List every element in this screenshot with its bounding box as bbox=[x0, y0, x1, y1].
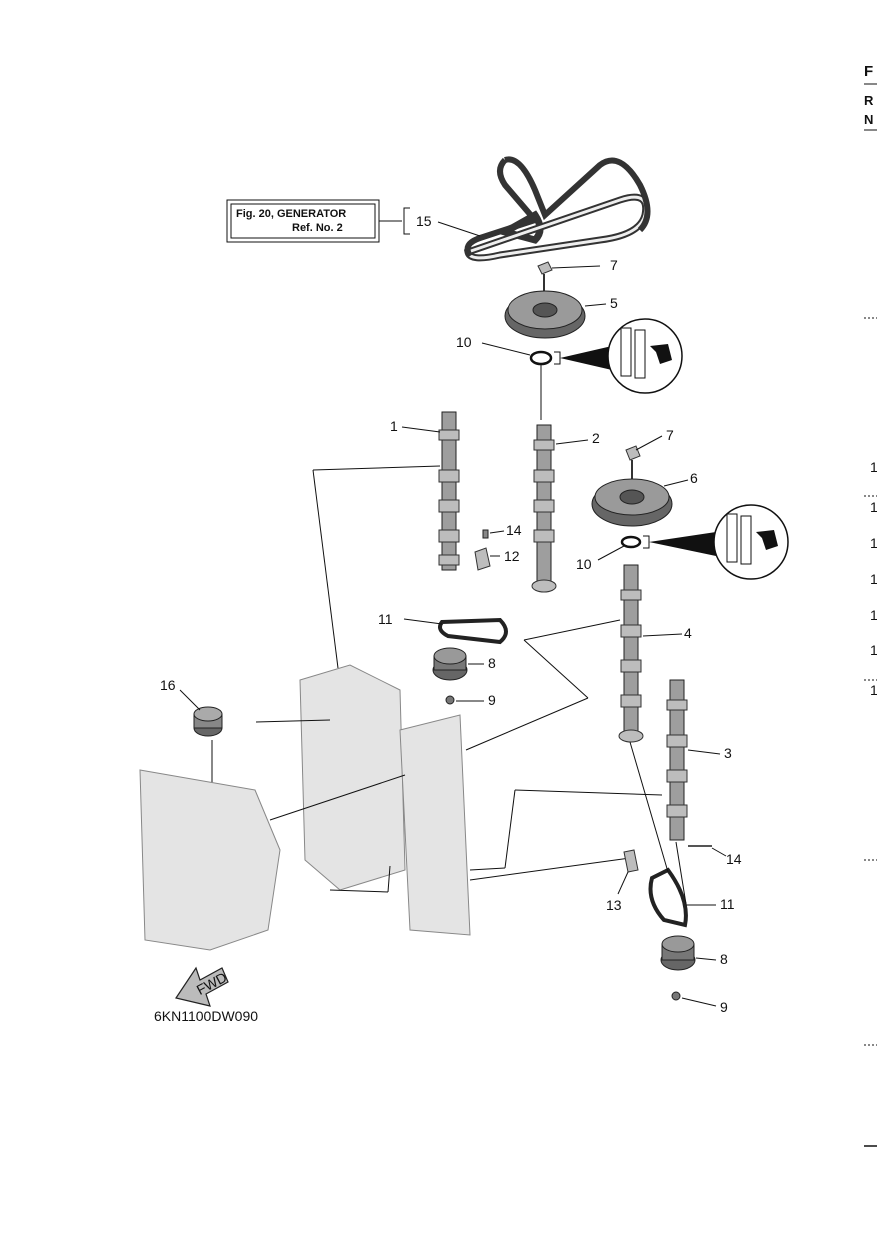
timing-chain-upper bbox=[438, 617, 508, 645]
callout-11-upper: 11 bbox=[378, 611, 393, 627]
fwd-arrow-icon: FWD bbox=[175, 966, 229, 1007]
callout-5: 5 bbox=[610, 295, 618, 311]
reference-box[interactable]: Fig. 20, GENERATOR Ref. No. 2 bbox=[226, 199, 410, 243]
edge-mark-7: 1 bbox=[870, 682, 877, 698]
camshaft-4 bbox=[618, 564, 644, 743]
right-edge-marks: 1 1 1 1 1 1 1 bbox=[864, 317, 877, 1147]
camshaft-3 bbox=[666, 679, 688, 841]
callout-15: 15 bbox=[416, 213, 432, 229]
callout-7-upper: 7 bbox=[610, 257, 618, 273]
oil-seal-upper bbox=[529, 350, 553, 420]
callout-4: 4 bbox=[684, 625, 692, 641]
chain-guide-12 bbox=[474, 547, 491, 571]
edge-mark-5: 1 bbox=[870, 607, 877, 623]
camshaft-1 bbox=[438, 411, 460, 571]
callout-11-lower: 11 bbox=[720, 896, 735, 912]
sprocket-bolt-9-lower bbox=[671, 991, 681, 1001]
edge-mark-6: 1 bbox=[870, 642, 877, 658]
callout-14-lower: 14 bbox=[726, 851, 742, 867]
callout-8-upper: 8 bbox=[488, 655, 496, 671]
assembly-leaders bbox=[255, 465, 663, 893]
edge-mark-4: 1 bbox=[870, 571, 877, 587]
callout-6: 6 bbox=[690, 470, 698, 486]
callout-7-lower: 7 bbox=[666, 427, 674, 443]
callout-16: 16 bbox=[160, 677, 176, 693]
chain-guide-13 bbox=[623, 849, 639, 873]
diagram-code: 6KN1100DW090 bbox=[154, 1008, 258, 1024]
edge-mark-1: 1 bbox=[870, 459, 877, 475]
callout-3: 3 bbox=[724, 745, 732, 761]
callout-10-lower: 10 bbox=[576, 556, 592, 572]
dowel-pin-upper bbox=[482, 529, 489, 539]
grease-application-icon bbox=[713, 504, 789, 580]
chain-tensioner-16 bbox=[193, 706, 223, 800]
timing-chain-lower bbox=[629, 741, 688, 928]
sprocket-bolt-9-upper bbox=[445, 695, 455, 705]
edge-letter-n: N bbox=[864, 112, 873, 127]
reference-box-ref: Ref. No. 2 bbox=[292, 222, 343, 234]
edge-mark-2: 1 bbox=[870, 499, 877, 515]
page-edge-header: F R N bbox=[864, 63, 877, 131]
callout-14-upper: 14 bbox=[506, 522, 522, 538]
edge-letter-f: F bbox=[864, 63, 873, 80]
crank-sprocket-lower bbox=[660, 935, 696, 971]
sprocket-bolt-lower bbox=[625, 445, 641, 482]
camshaft-2 bbox=[531, 424, 557, 593]
oil-seal-lower bbox=[620, 535, 642, 549]
camshaft-sprocket-5 bbox=[504, 290, 586, 339]
edge-letter-r: R bbox=[864, 93, 874, 108]
grease-application-icon bbox=[607, 318, 683, 394]
cylinder-head-left bbox=[139, 664, 471, 951]
edge-mark-3: 1 bbox=[870, 535, 877, 551]
callout-8-lower: 8 bbox=[720, 951, 728, 967]
callout-9-upper: 9 bbox=[488, 692, 496, 708]
callout-2: 2 bbox=[592, 430, 600, 446]
callout-12: 12 bbox=[504, 548, 520, 564]
drive-belt bbox=[463, 156, 651, 262]
callout-13: 13 bbox=[606, 897, 622, 913]
camshaft-sprocket-6 bbox=[591, 478, 673, 527]
reference-box-title: Fig. 20, GENERATOR bbox=[236, 208, 346, 220]
callout-10-upper: 10 bbox=[456, 334, 472, 350]
callout-1: 1 bbox=[390, 418, 398, 434]
callout-9-lower: 9 bbox=[720, 999, 728, 1015]
crank-sprocket-upper bbox=[432, 647, 468, 681]
